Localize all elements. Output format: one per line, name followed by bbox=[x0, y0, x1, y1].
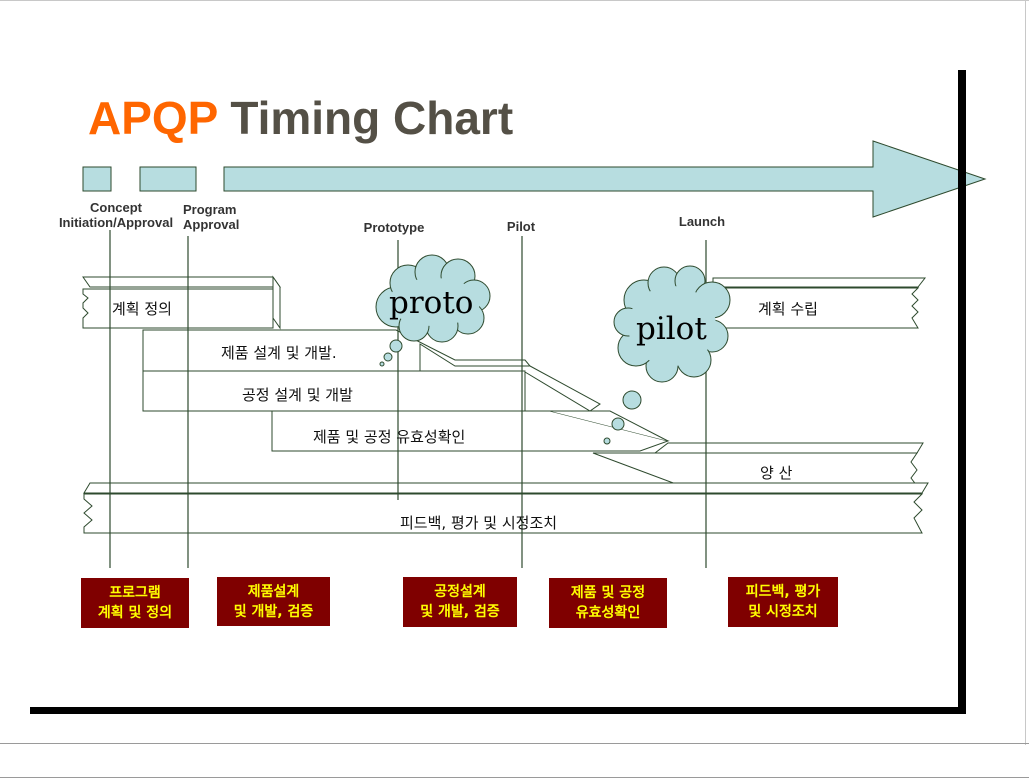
timeline-block-concept bbox=[82, 166, 112, 192]
milestone-program-line1: Program bbox=[183, 202, 237, 217]
slide-right-border bbox=[1025, 0, 1026, 745]
phase-box-product-design: 제품설계 및 개발, 검증 bbox=[217, 577, 330, 626]
phase-box-feedback: 피드백, 평가 및 시정조치 bbox=[728, 577, 838, 627]
bar-label-validation: 제품 및 공정 유효성확인 bbox=[313, 428, 466, 446]
milestone-label-concept: Concept Initiation/Approval bbox=[52, 200, 180, 230]
pilot-cloud bbox=[603, 265, 731, 445]
title-timing-chart: Timing Chart bbox=[230, 92, 514, 144]
timeline-arrow bbox=[223, 140, 987, 218]
bar-label-process-design: 공정 설계 및 개발 bbox=[242, 386, 353, 404]
bar-process-design bbox=[142, 365, 601, 412]
bar-label-plan-establish: 계획 수립 bbox=[758, 300, 818, 318]
milestone-label-prototype: Prototype bbox=[363, 220, 425, 235]
phase-box-line1: 제품 및 공정 bbox=[570, 585, 646, 601]
phase-box-line1: 프로그램 bbox=[109, 585, 161, 601]
bottom-separator-1 bbox=[0, 743, 1029, 744]
proto-cloud-label: proto bbox=[389, 285, 474, 321]
phase-box-process-design: 공정설계 및 개발, 검증 bbox=[403, 577, 517, 627]
bar-feedback bbox=[83, 482, 929, 534]
phase-box-line1: 공정설계 bbox=[434, 584, 486, 600]
phase-box-line2: 및 개발, 검증 bbox=[420, 604, 500, 620]
bar-label-product-design: 제품 설계 및 개발. bbox=[221, 344, 337, 362]
milestone-label-program: Program Approval bbox=[183, 202, 239, 232]
timeline-block-program bbox=[139, 166, 197, 192]
milestone-lines bbox=[109, 230, 707, 568]
milestone-concept-line2: Initiation/Approval bbox=[58, 215, 174, 230]
bar-plan-define bbox=[82, 275, 281, 330]
phase-box-line2: 계획 및 정의 bbox=[97, 605, 173, 621]
phase-box-program-planning: 프로그램 계획 및 정의 bbox=[81, 578, 189, 628]
bar-label-plan-define: 계획 정의 bbox=[112, 300, 172, 318]
slide-top-border bbox=[0, 0, 1029, 1]
phase-box-line2: 및 개발, 검증 bbox=[233, 603, 314, 620]
milestone-label-pilot: Pilot bbox=[506, 219, 536, 234]
phase-box-line1: 피드백, 평가 bbox=[745, 584, 821, 600]
milestone-program-line2: Approval bbox=[183, 217, 240, 232]
phase-box-line2: 유효성확인 bbox=[575, 605, 641, 621]
phase-box-line2: 및 시정조치 bbox=[748, 604, 818, 620]
slide-shadow-right bbox=[958, 70, 966, 714]
slide-shadow-bottom bbox=[30, 707, 966, 714]
milestone-label-launch: Launch bbox=[678, 214, 726, 229]
title-apqp: APQP bbox=[88, 92, 218, 144]
phase-box-validation: 제품 및 공정 유효성확인 bbox=[549, 578, 667, 628]
bar-plan-establish bbox=[712, 277, 927, 329]
phase-box-line1: 제품설계 bbox=[247, 583, 300, 600]
bar-label-production: 양 산 bbox=[760, 464, 793, 482]
page-title: APQP Timing Chart bbox=[88, 92, 513, 144]
pilot-cloud-label: pilot bbox=[636, 311, 707, 347]
bottom-separator-2 bbox=[0, 777, 1029, 778]
milestone-concept-line1: Concept bbox=[90, 200, 142, 215]
proto-cloud bbox=[375, 254, 491, 367]
bar-validation bbox=[271, 410, 670, 452]
bar-label-feedback: 피드백, 평가 및 시정조치 bbox=[400, 514, 558, 532]
